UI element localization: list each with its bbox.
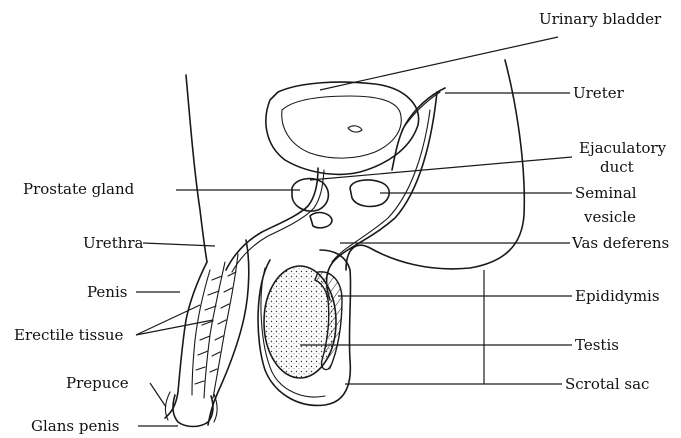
label-ejaculatory-line1: Ejaculatory (579, 141, 666, 156)
label-epididymis: Epididymis (575, 289, 660, 304)
label-seminal-line2: vesicle (584, 210, 636, 225)
label-prostate-gland: Prostate gland (23, 182, 134, 197)
urethra-tube (226, 168, 318, 270)
label-prepuce: Prepuce (66, 376, 129, 391)
label-erectile-tissue: Erectile tissue (14, 328, 123, 343)
label-seminal-line1: Seminal (575, 186, 637, 201)
bladder-inner-wall (282, 96, 402, 158)
penis-outer-back (208, 240, 249, 425)
vas-deferens (327, 92, 437, 300)
label-penis: Penis (87, 285, 127, 300)
label-ureter: Ureter (573, 86, 624, 101)
body-back-outline (346, 60, 524, 270)
glans-penis (173, 395, 213, 427)
label-urinary-bladder: Urinary bladder (539, 12, 661, 27)
label-urethra: Urethra (83, 236, 144, 251)
bladder-ureter-opening (348, 126, 362, 132)
corpus-column-2 (204, 262, 225, 398)
label-vas-deferens: Vas deferens (572, 236, 669, 251)
label-testis: Testis (575, 338, 619, 353)
label-ejaculatory-line2: duct (600, 160, 634, 175)
bulbourethral-gland (310, 213, 332, 228)
label-glans-penis: Glans penis (31, 419, 119, 434)
body-front-outline (186, 75, 207, 262)
label-scrotal-sac: Scrotal sac (565, 377, 649, 392)
erectile-tissue-hatching (195, 272, 236, 384)
urethra-tube-inner (232, 170, 324, 272)
